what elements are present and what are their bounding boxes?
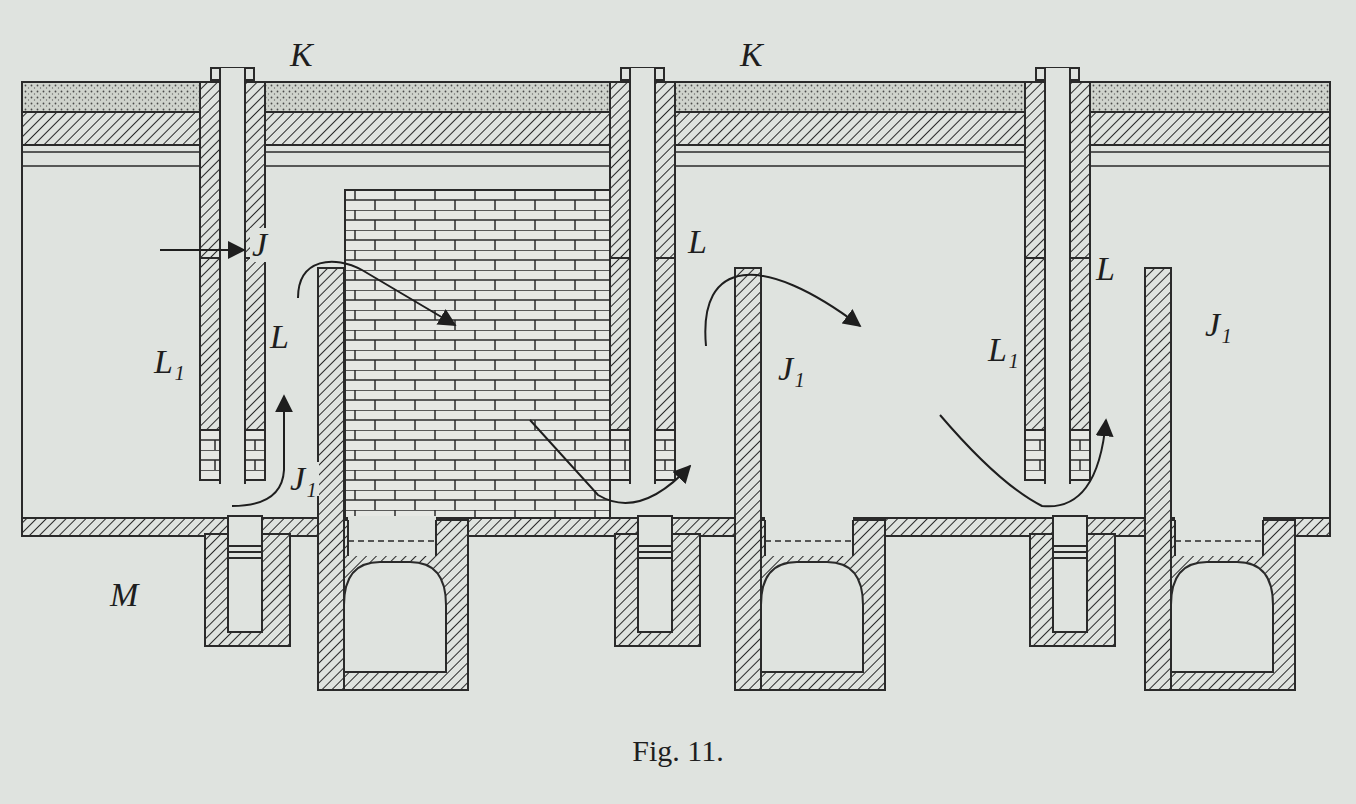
part-letter: J₁ xyxy=(288,462,319,496)
part-letter: K xyxy=(288,38,315,72)
part-letter: J xyxy=(250,228,269,262)
part-letter: J₁ xyxy=(1203,308,1234,342)
part-letter: M xyxy=(108,578,140,612)
part-letter: L₁ xyxy=(986,333,1021,367)
part-letter: L xyxy=(686,225,709,259)
part-letter: L xyxy=(268,320,291,354)
part-letter: L xyxy=(1094,252,1117,286)
part-letter: K xyxy=(738,38,765,72)
figure-caption: Fig. 11. xyxy=(632,736,723,766)
part-letter: J₁ xyxy=(776,352,807,386)
part-letter: L₁ xyxy=(152,345,187,379)
